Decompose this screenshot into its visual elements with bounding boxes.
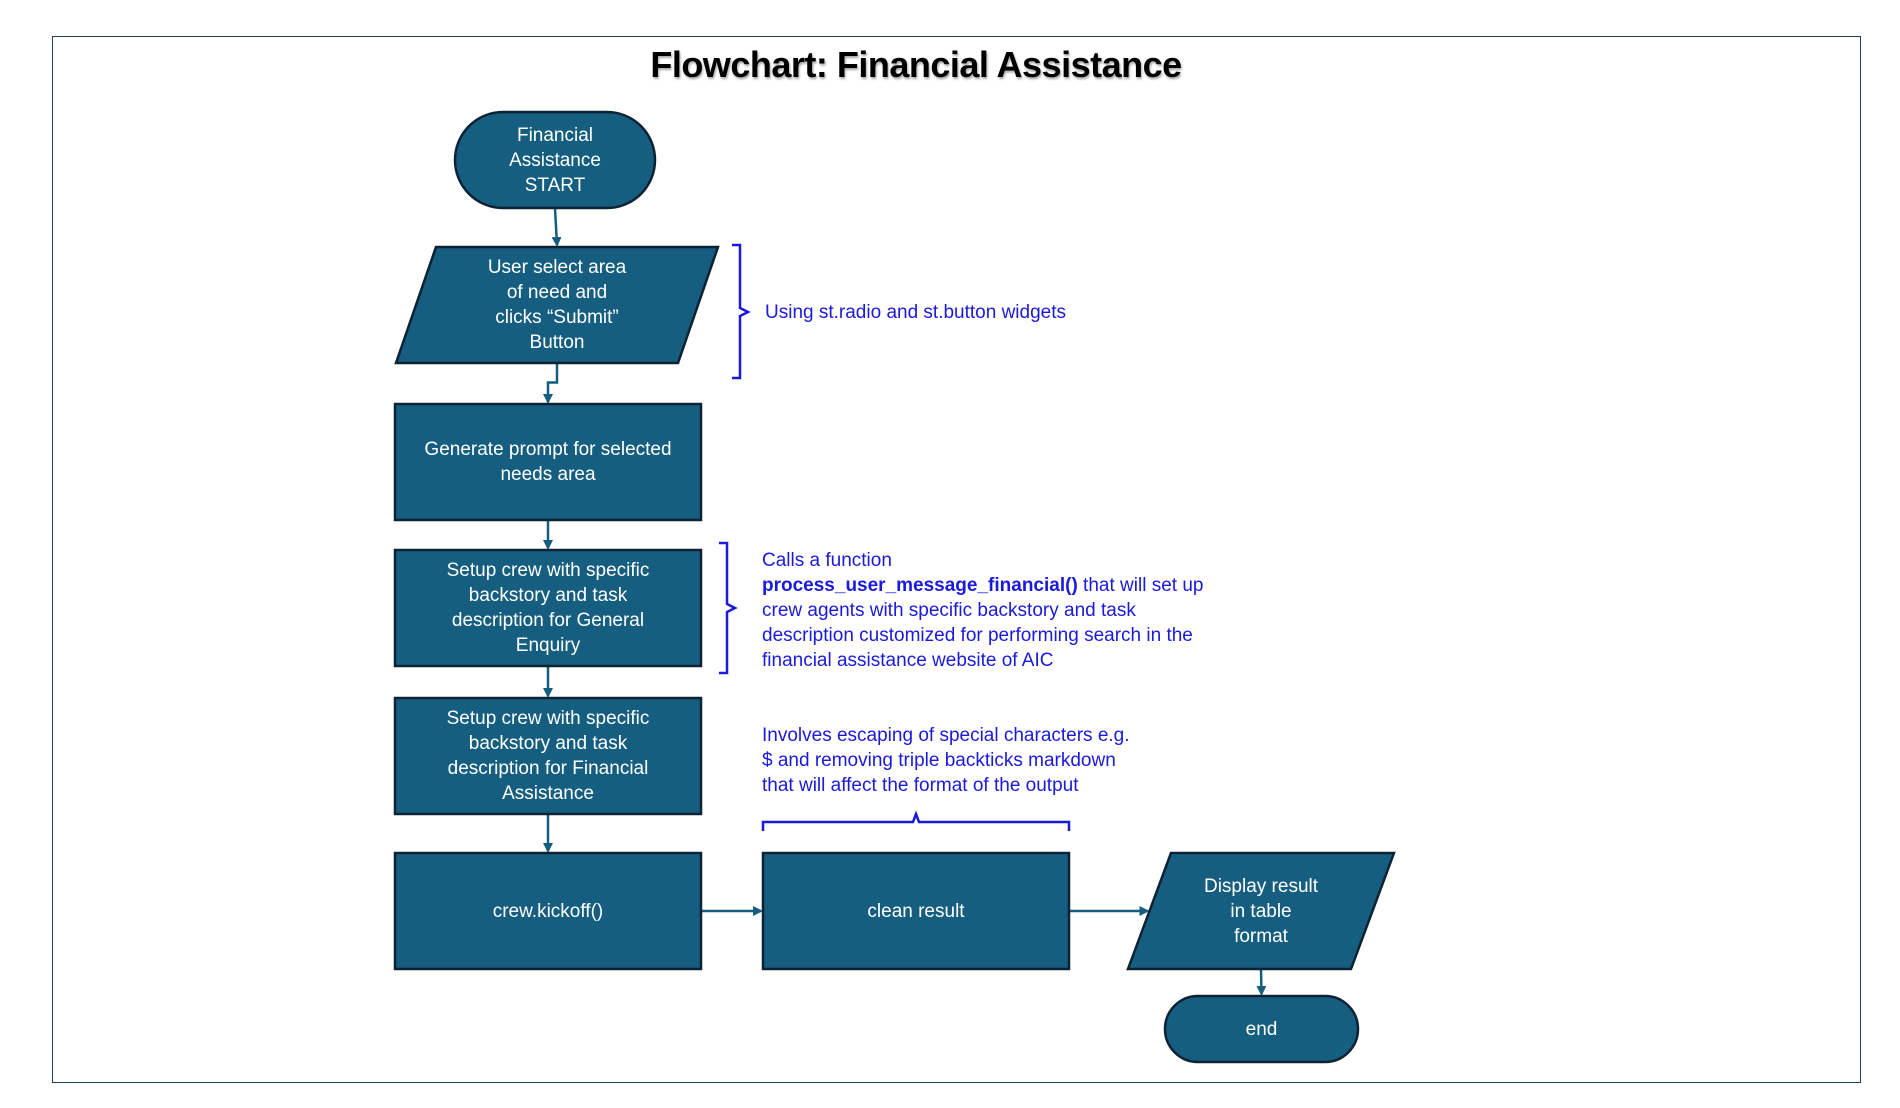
- kickoff-process-shape: [393, 851, 703, 971]
- calls-annotation-line3: crew agents with specific backstory and …: [762, 600, 1136, 621]
- connector-user-select-to-generate-prompt: [543, 363, 559, 404]
- nodes: [393, 110, 1396, 1064]
- calls-function-annotation: Calls a function process_user_message_fi…: [762, 548, 1262, 673]
- clean-result-process-label: clean result: [867, 900, 965, 922]
- display-result-output-label: Display result in table format: [1203, 875, 1319, 947]
- calls-function-bracket: [719, 541, 738, 675]
- generate-prompt-process-shape: [393, 402, 703, 522]
- diagram-frame: [52, 36, 1861, 1083]
- setup-general-process-shape: [393, 548, 703, 668]
- escaping-annotation-line2: $ and removing triple backticks markdown: [762, 750, 1116, 771]
- annotation-brackets: [719, 243, 1071, 831]
- escaping-annotation-line1: Involves escaping of special characters …: [762, 725, 1130, 746]
- end-terminator-label: end: [1245, 1018, 1278, 1040]
- crew-kickoff-process-label: crew.kickoff(): [492, 900, 604, 922]
- diagram-title: Flowchart: Financial Assistance: [650, 44, 1182, 85]
- calls-annotation-line1: Calls a function: [762, 550, 892, 571]
- calls-annotation-line4: description customized for performing se…: [762, 625, 1193, 646]
- widgets-bracket: [732, 243, 751, 380]
- escaping-annotation: Involves escaping of special characters …: [762, 723, 1222, 798]
- calls-annotation-line2-rest: that will set up: [1077, 575, 1204, 596]
- escaping-annotation-line3: that will affect the format of the outpu…: [762, 775, 1079, 796]
- setup-financial-process-shape: [393, 696, 703, 816]
- calls-annotation-line5: financial assistance website of AIC: [762, 650, 1054, 671]
- connectors: [543, 207, 1267, 996]
- connector-display-result-to-end: [1256, 968, 1267, 996]
- start-terminator-shape: [453, 110, 657, 210]
- escaping-bracket: [761, 810, 1071, 831]
- connector-start-to-user-select: [551, 207, 562, 247]
- start-terminator-label: Financial Assistance START: [509, 124, 601, 196]
- user-select-input-label: User select area of need and clicks “Sub…: [487, 257, 627, 353]
- end-terminator-shape: [1163, 994, 1360, 1064]
- widgets-annotation-text: Using st.radio and st.button widgets: [765, 302, 1067, 323]
- widgets-annotation: Using st.radio and st.button widgets: [765, 300, 1066, 325]
- generate-prompt-process-label: Generate prompt for selected needs area: [424, 439, 672, 485]
- display-result-parallelogram-shape: [1126, 851, 1396, 971]
- user-select-parallelogram-shape: [394, 245, 720, 365]
- clean-result-process-shape: [761, 851, 1071, 971]
- function-name-text: process_user_message_financial(): [762, 575, 1078, 596]
- setup-general-enquiry-process-label: Setup crew with specific backstory and t…: [446, 560, 650, 656]
- setup-financial-assistance-process-label: Setup crew with specific backstory and t…: [446, 708, 650, 804]
